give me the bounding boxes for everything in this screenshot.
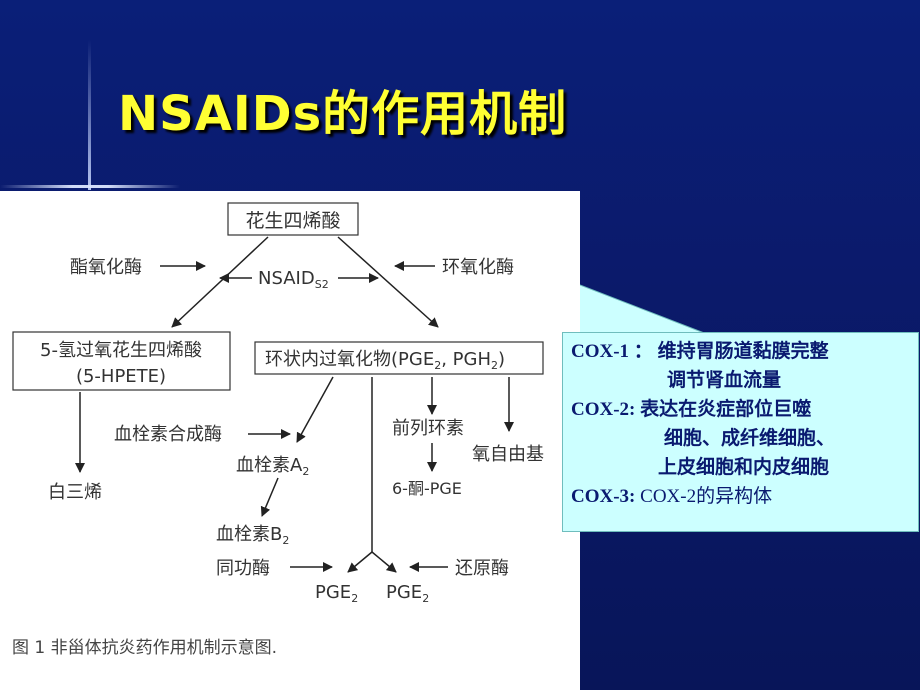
cox2-line: COX-2: 表达在炎症部位巨噬 [571,395,918,424]
arrow-to-txa2 [296,376,334,443]
cox-callout: COX-1 ： 维持胃肠道黏膜完整 调节肾血流量 COX-2: 表达在炎症部位巨… [562,332,919,532]
cox1-line: COX-1 ： 维持胃肠道黏膜完整 [571,337,918,366]
pathway-figure: 花生四烯酸 酯氧化酶 NSAIDS2 环氧化酶 5-氢过氧花生四烯酸 (5-HP… [0,191,580,690]
hpete-label-line1: 5-氢过氧花生四烯酸 [40,340,202,361]
txa2-label: 血栓素A2 [236,455,309,478]
decorative-glow-vertical [88,40,91,190]
cox1-label: COX-1 ： [571,341,653,362]
cox2-line2: 细胞、成纤维细胞、 [664,428,836,449]
txb2-label: 血栓素B2 [216,524,289,547]
cox3-line: COX-3: COX-2的异构体 [571,482,918,511]
cox2-label: COX-2: [571,399,636,420]
decorative-glow-horizontal [0,185,180,188]
reductase-label: 还原酶 [455,558,509,579]
endoperoxide-label: 环状内过氧化物(PGE2, PGH2) [265,349,505,372]
cox3-text: COX-2的异构体 [640,486,773,507]
pge2-left-label: PGE2 [315,582,358,605]
leukotriene-label: 白三烯 [48,482,102,503]
cox3-label: COX-3: [571,486,636,507]
lipoxygenase-label: 酯氧化酶 [70,257,142,278]
prostacyclin-label: 前列环素 [392,418,464,439]
arachidonic-acid-label: 花生四烯酸 [245,210,340,232]
hpete-label-line2: (5-HPETE) [76,366,166,387]
nsaids-label: NSAIDS2 [258,268,329,291]
endoperoxide-box [254,341,544,375]
cox1-text: 维持胃肠道黏膜完整 [657,341,829,362]
keto-pge-label: 6-酮-PGE [392,479,462,498]
arrow-to-txb2 [260,477,279,517]
hpete-box [12,331,231,391]
arrow-to-pge2-right [371,551,397,573]
figure-caption: 图 1 非甾体抗炎药作用机制示意图. [12,638,277,658]
oxygen-radical-label: 氧自由基 [472,444,544,465]
cox2-line3: 上皮细胞和内皮细胞 [658,457,830,478]
cyclooxygenase-label: 环氧化酶 [442,257,514,278]
arrow-to-endoperoxide [337,236,439,328]
arachidonic-acid-box [227,202,359,236]
pathway-diagram: 花生四烯酸 酯氧化酶 NSAIDS2 环氧化酶 5-氢过氧花生四烯酸 (5-HP… [12,202,544,658]
cox1-line2: 调节肾血流量 [667,370,782,391]
slide-title: NSAIDs的作用机制 [118,86,568,142]
isomerase-label: 同功酶 [216,558,270,579]
arrow-to-pge2-left [347,551,373,573]
cox2-text: 表达在炎症部位巨噬 [640,399,812,420]
pge2-right-label: PGE2 [386,582,429,605]
arrow-to-5hpete [171,236,269,328]
tx-synthase-label: 血栓素合成酶 [114,424,222,445]
